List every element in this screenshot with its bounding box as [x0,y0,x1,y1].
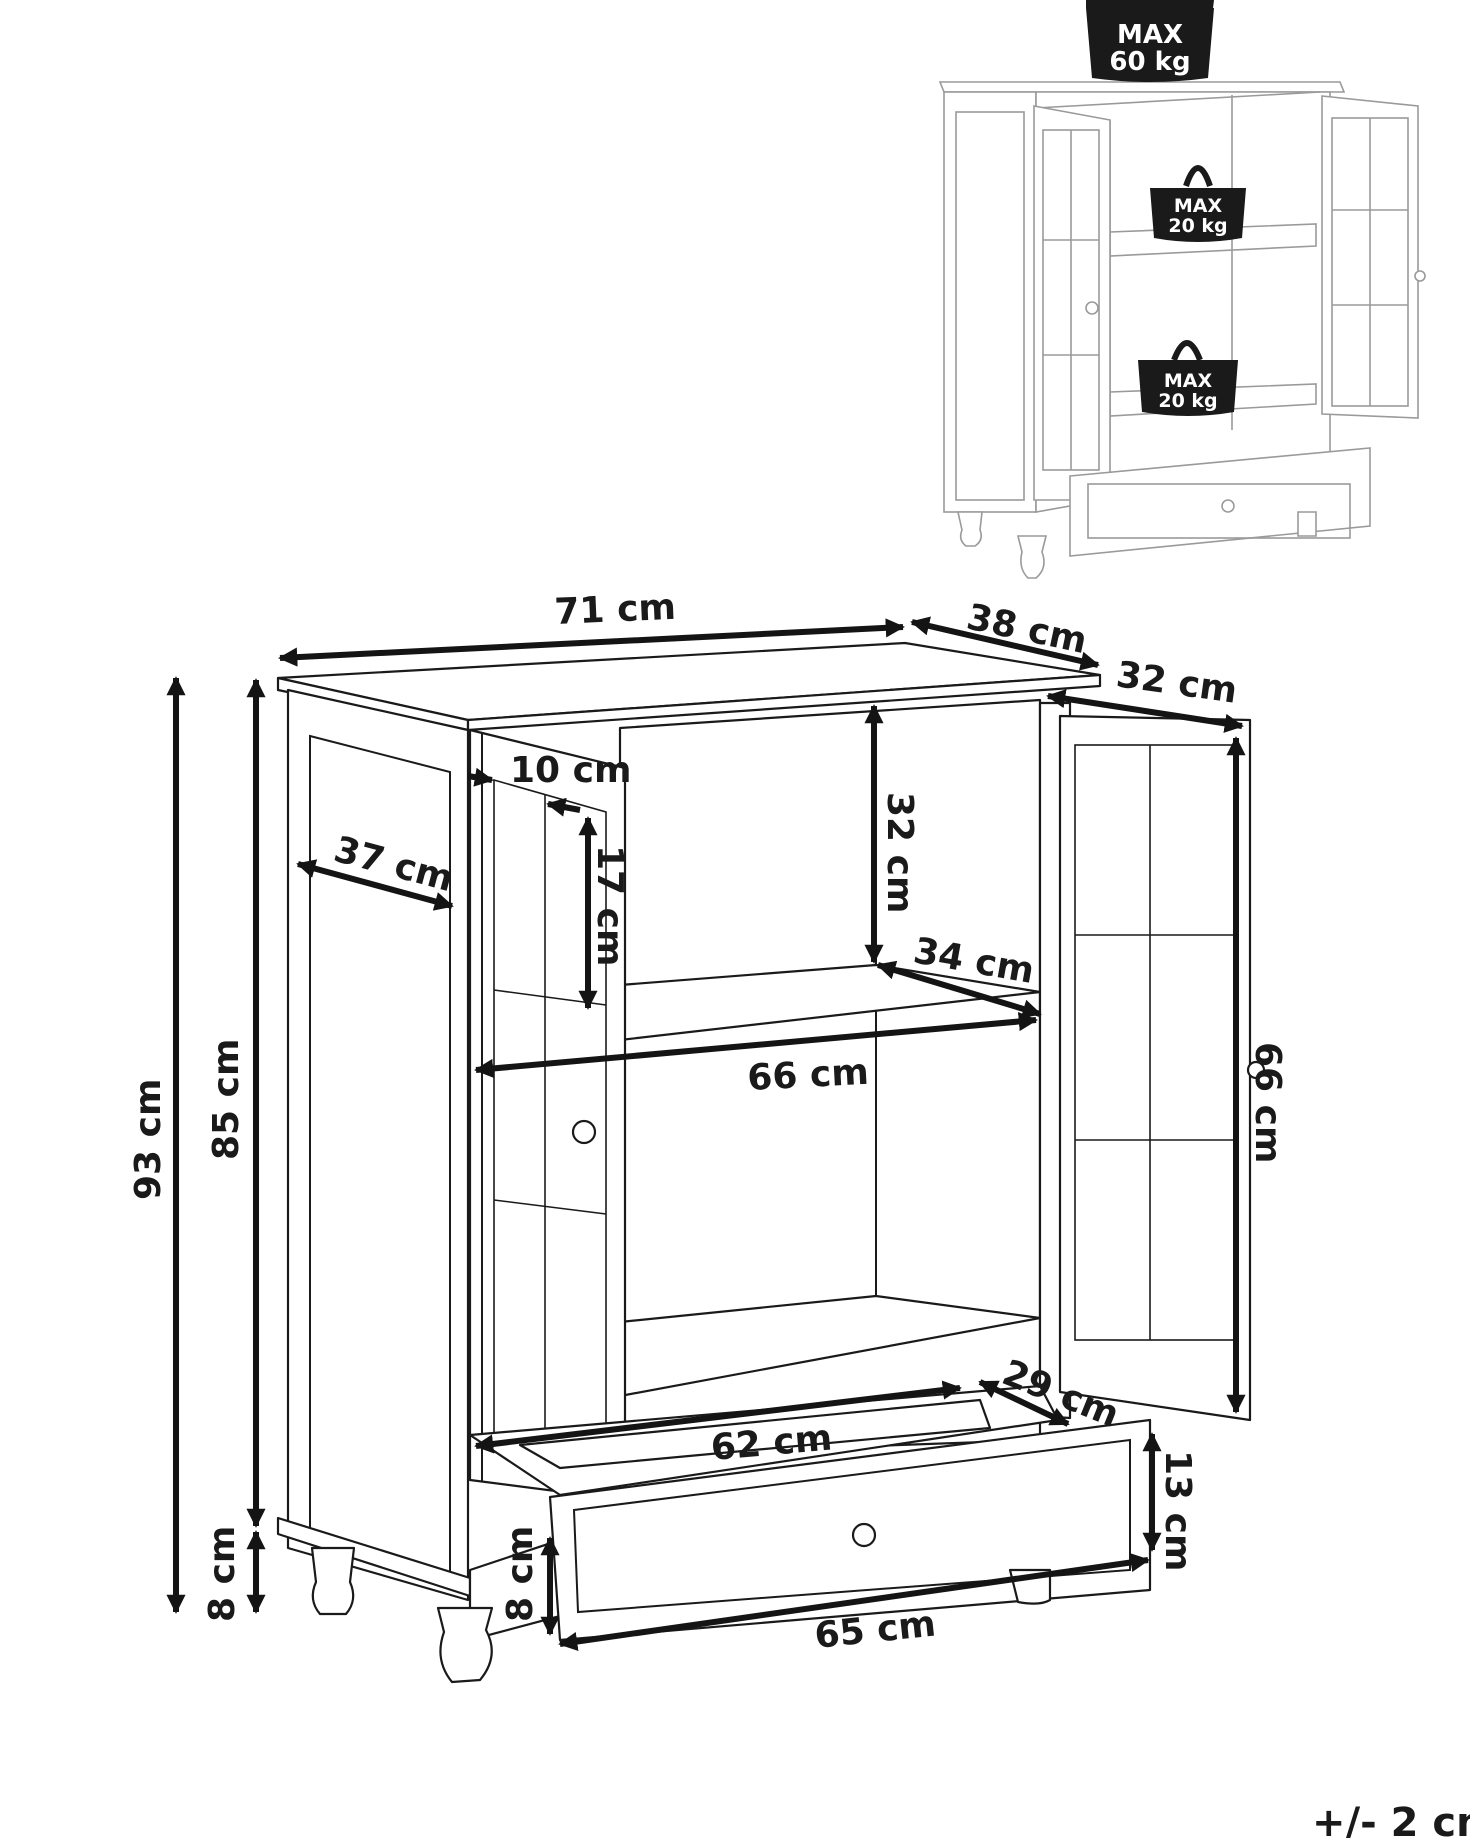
weight-top-line2: 60 kg [1109,47,1190,77]
dim-total-depth: 38 cm [963,597,1090,662]
dim-drawer-height: 13 cm [1157,1450,1198,1571]
dim-inner-width: 66 cm [746,1052,869,1099]
dim-glass-pane-height: 17 cm [589,845,630,966]
weight-shelf2-line1: MAX [1164,370,1213,392]
dim-body-height: 85 cm [206,1039,247,1160]
capacity-illustration: MAX 60 kg MAX 20 kg MAX 20 kg [938,0,1426,579]
weight-shelf2-line2: 20 kg [1158,390,1217,412]
dimension-arrows [166,616,1246,1652]
dim-leg-height: 8 cm [202,1526,243,1622]
dim-door-width: 32 cm [1114,654,1240,712]
main-cabinet [276,641,1266,1684]
dim-total-height: 93 cm [128,1079,169,1200]
dim-drawer-front-leg: 8 cm [500,1526,541,1622]
weight-shelf1-line1: MAX [1174,195,1223,217]
weight-shelf1: MAX 20 kg [1150,165,1246,242]
dim-total-width: 71 cm [554,587,677,633]
weight-top: MAX 60 kg [1086,0,1214,82]
dim-door-frame: 10 cm [510,750,631,791]
weight-shelf2: MAX 20 kg [1138,340,1238,416]
weight-shelf1-line2: 20 kg [1168,215,1227,237]
dim-door-height: 66 cm [1247,1042,1288,1163]
weight-top-line1: MAX [1117,20,1183,50]
dim-shelf-gap: 32 cm [879,792,920,913]
tolerance-note: +/- 2 cm [1312,1800,1470,1838]
